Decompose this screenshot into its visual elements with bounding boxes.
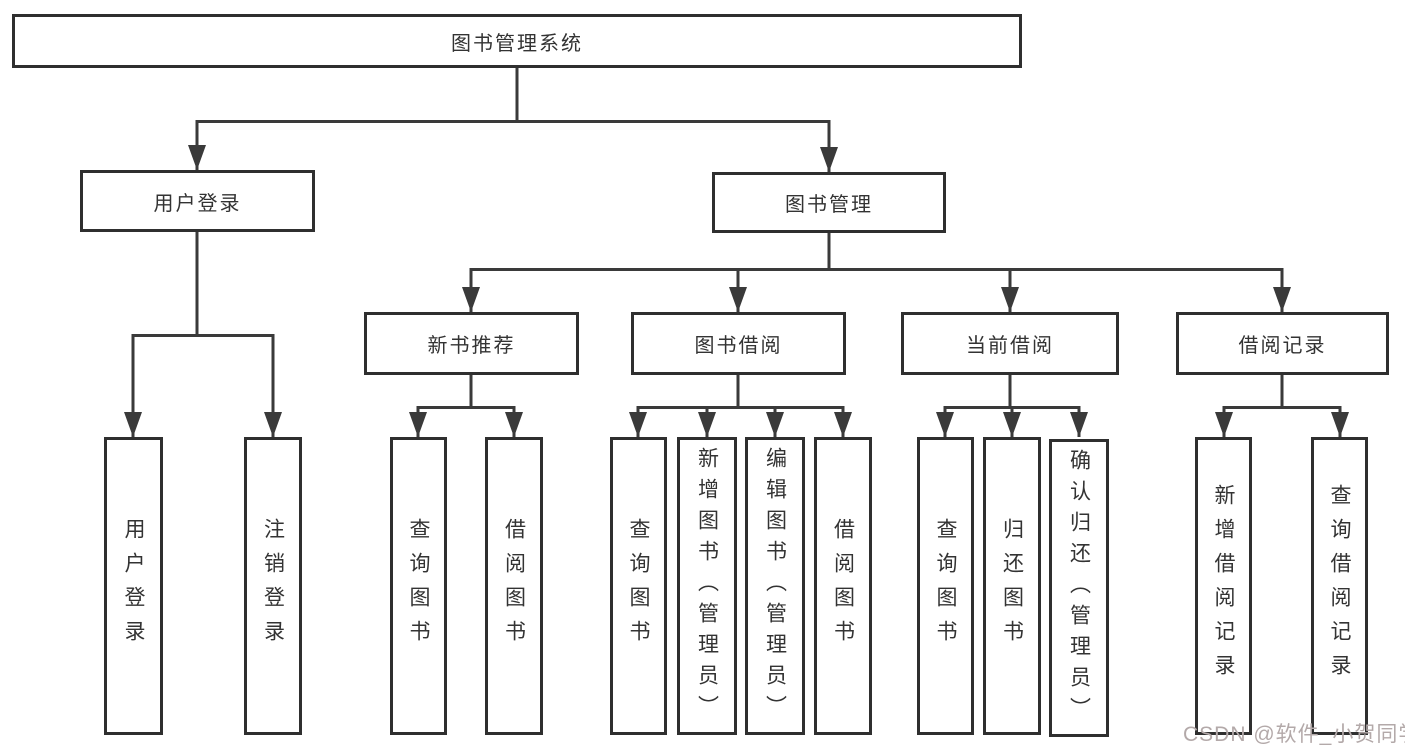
node-label: 图书管理系统 — [451, 32, 583, 55]
leaf-confirm-return-admin: 确认归还（管理员） — [1049, 439, 1109, 737]
leaf-query-books-recommend: 查询图书 — [390, 437, 447, 735]
node-current-borrowing: 当前借阅 — [901, 312, 1119, 375]
arrow-down-icon — [409, 412, 427, 437]
arrow-down-icon — [698, 412, 716, 437]
arrow-down-icon — [629, 412, 647, 437]
node-label: 当前借阅 — [966, 335, 1054, 357]
node-label: 新增图书（管理员） — [695, 446, 719, 726]
leaf-add-borrow-record: 新增借阅记录 — [1195, 437, 1252, 735]
leaf-return-books: 归还图书 — [983, 437, 1041, 735]
node-book-management: 图书管理 — [712, 172, 946, 233]
arrow-down-icon — [766, 412, 784, 437]
leaf-query-books-current: 查询图书 — [917, 437, 974, 735]
leaf-query-borrow-record: 查询借阅记录 — [1311, 437, 1368, 735]
arrow-down-icon — [820, 147, 838, 172]
node-label: 确认归还（管理员） — [1067, 448, 1091, 728]
leaf-add-books-admin: 新增图书（管理员） — [677, 437, 737, 735]
node-label: 查询图书 — [627, 518, 650, 654]
node-root-system: 图书管理系统 — [12, 14, 1022, 68]
arrow-down-icon — [1003, 412, 1021, 437]
arrow-down-icon — [264, 412, 282, 437]
node-label: 用户登录 — [153, 192, 242, 215]
arrow-down-icon — [505, 412, 523, 437]
node-label: 用户登录 — [122, 518, 145, 654]
leaf-borrow-books: 借阅图书 — [814, 437, 872, 735]
node-label: 图书借阅 — [694, 335, 783, 357]
edge-bookmgmt-to-level3 — [469, 233, 1284, 312]
node-new-book-recommend: 新书推荐 — [364, 312, 579, 375]
arrow-down-icon — [834, 412, 852, 437]
arrow-down-icon — [1215, 412, 1233, 437]
node-label: 归还图书 — [1000, 518, 1024, 654]
node-borrowing-records: 借阅记录 — [1176, 312, 1389, 375]
node-label: 编辑图书（管理员） — [763, 446, 787, 726]
leaf-logout: 注销登录 — [244, 437, 302, 735]
leaf-query-books-borrowing: 查询图书 — [610, 437, 667, 735]
edge-userlogin-group — [131, 232, 275, 437]
node-label: 查询图书 — [934, 518, 957, 654]
node-label: 借阅图书 — [502, 518, 526, 654]
edge-borrow-group — [636, 375, 845, 437]
node-label: 借阅图书 — [831, 518, 855, 654]
arrow-down-icon — [462, 287, 480, 312]
arrow-down-icon — [1001, 287, 1019, 312]
node-user-login: 用户登录 — [80, 170, 315, 232]
csdn-watermark: CSDN @软件_小贺同学 — [1183, 723, 1405, 746]
arrow-down-icon — [188, 145, 206, 170]
node-label: 新增借阅记录 — [1212, 484, 1235, 688]
node-label: 查询借阅记录 — [1328, 484, 1351, 688]
arrow-down-icon — [936, 412, 954, 437]
arrow-down-icon — [124, 412, 142, 437]
node-label: 新书推荐 — [427, 335, 516, 357]
node-label: 查询图书 — [407, 518, 430, 654]
arrowheads — [124, 145, 1349, 437]
arrow-down-icon — [729, 287, 747, 312]
node-label: 注销登录 — [261, 518, 285, 654]
edge-root-to-level2 — [195, 68, 831, 172]
leaf-edit-books-admin: 编辑图书（管理员） — [745, 437, 805, 735]
leaf-user-login: 用户登录 — [104, 437, 163, 735]
edge-records-group — [1222, 375, 1342, 437]
arrow-down-icon — [1273, 287, 1291, 312]
node-label: 借阅记录 — [1238, 335, 1327, 357]
node-label: 图书管理 — [785, 194, 873, 216]
node-book-borrowing: 图书借阅 — [631, 312, 846, 375]
arrow-down-icon — [1331, 412, 1349, 437]
leaf-borrow-books-recommend: 借阅图书 — [485, 437, 543, 735]
edge-newbook-group — [416, 375, 516, 437]
arrow-down-icon — [1070, 412, 1088, 437]
